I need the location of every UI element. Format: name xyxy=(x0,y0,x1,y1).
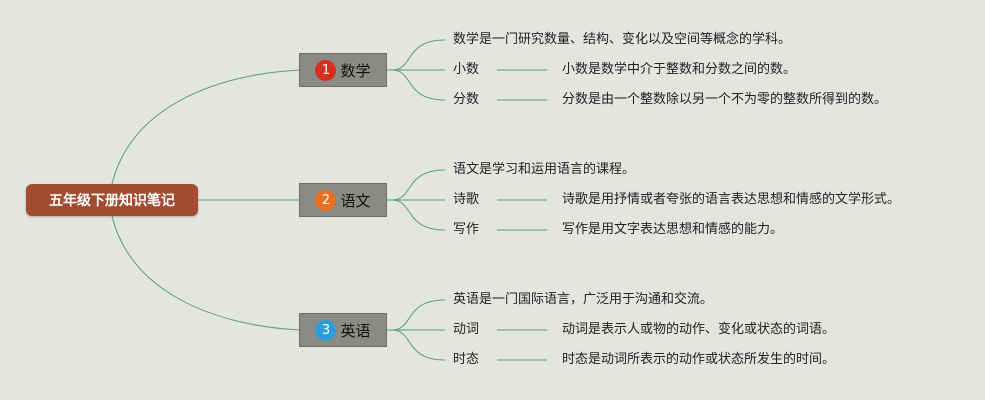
connector-root-branch-3 xyxy=(111,215,300,331)
term-label[interactable]: 动词 xyxy=(453,322,480,337)
description-text[interactable]: 动词是表示人或物的动作、变化或状态的词语。 xyxy=(562,322,836,337)
connector-root-branch-1 xyxy=(111,69,300,185)
definition-text[interactable]: 数学是一门研究数量、结构、变化以及空间等概念的学科。 xyxy=(453,32,792,47)
term-label[interactable]: 写作 xyxy=(453,222,480,237)
root-node[interactable]: 五年级下册知识笔记 xyxy=(26,184,198,216)
term-label[interactable]: 诗歌 xyxy=(453,192,480,207)
description-text[interactable]: 写作是用文字表达思想和情感的能力。 xyxy=(562,222,784,237)
term-label[interactable]: 分数 xyxy=(453,92,480,107)
description-text[interactable]: 分数是由一个整数除以另一个不为零的整数所得到的数。 xyxy=(562,92,888,107)
term-label[interactable]: 小数 xyxy=(453,62,480,77)
number-badge-icon: 3 xyxy=(315,319,337,341)
description-text[interactable]: 小数是数学中介于整数和分数之间的数。 xyxy=(562,62,797,77)
number-badge-icon: 1 xyxy=(315,59,337,81)
definition-text[interactable]: 英语是一门国际语言，广泛用于沟通和交流。 xyxy=(453,292,714,307)
connector-child-2-3 xyxy=(391,199,446,231)
branch-label: 数学 xyxy=(340,61,371,80)
description-text[interactable]: 时态是动词所表示的动作或状态所发生的时间。 xyxy=(562,352,836,367)
connector-child-1-3 xyxy=(391,69,446,101)
connector-child-1-1 xyxy=(391,39,446,71)
number-badge-icon: 2 xyxy=(315,189,337,211)
connector-child-2-1 xyxy=(391,169,446,201)
connector-child-3-1 xyxy=(391,299,446,331)
branch-label: 英语 xyxy=(340,321,371,340)
term-label[interactable]: 时态 xyxy=(453,352,480,367)
description-text[interactable]: 诗歌是用抒情或者夸张的语言表达思想和情感的文学形式。 xyxy=(562,192,901,207)
definition-text[interactable]: 语文是学习和运用语言的课程。 xyxy=(453,162,636,177)
connector-child-3-3 xyxy=(391,329,446,361)
branch-label: 语文 xyxy=(340,191,371,210)
